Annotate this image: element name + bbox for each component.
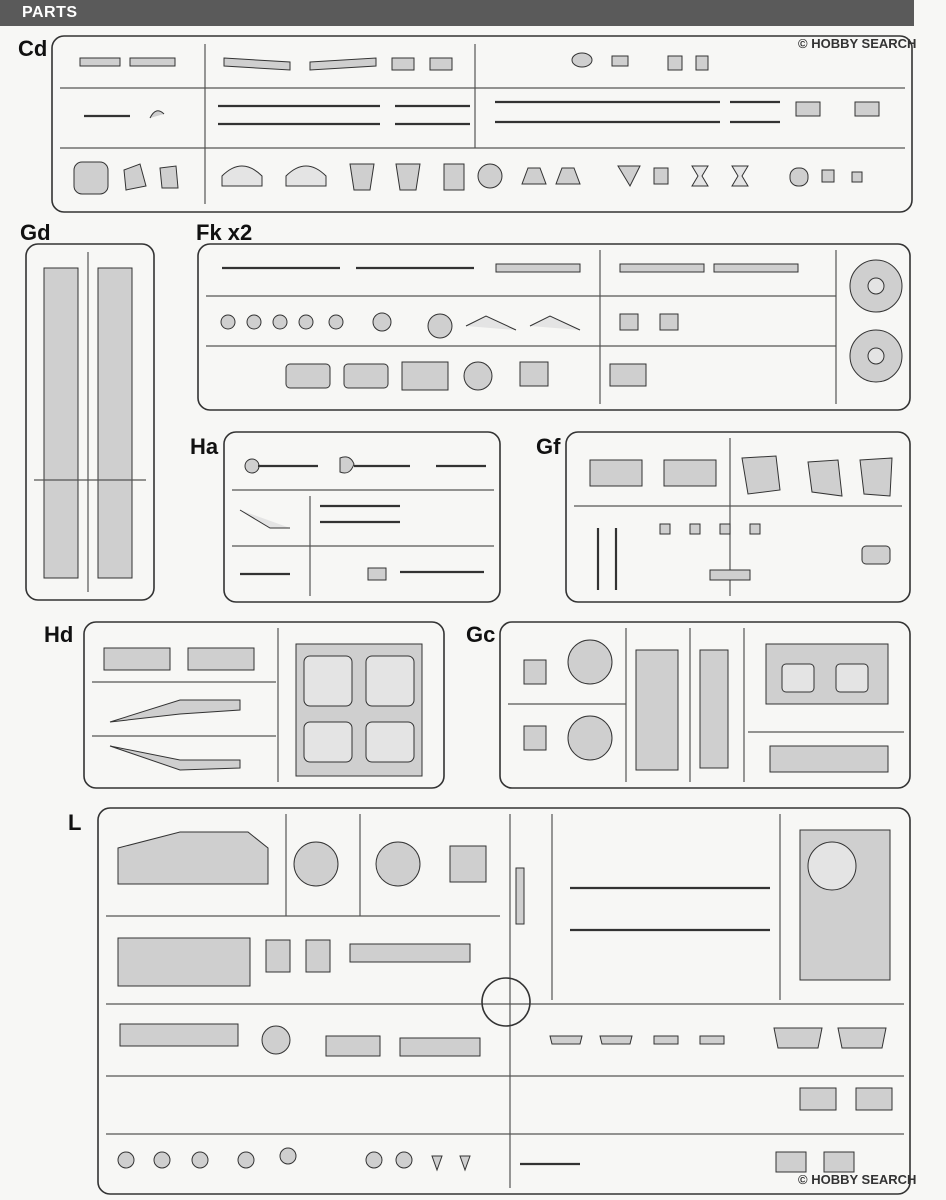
sprue-label-hd: Hd xyxy=(44,622,74,647)
sprue-hd xyxy=(83,621,445,789)
sprue-label-l: L xyxy=(68,810,82,835)
sprue-ha xyxy=(223,431,501,603)
sprue-gf xyxy=(565,431,911,603)
sprue-label-gc: Gc xyxy=(466,622,496,647)
page-title: PARTS xyxy=(22,4,78,21)
sprue-label-cd: Cd xyxy=(18,36,48,61)
sprue-cd xyxy=(51,35,913,213)
sprue-label-fk: Fk x2 xyxy=(196,220,253,245)
watermark-top: © HOBBY SEARCH xyxy=(798,36,917,51)
sprue-l xyxy=(97,807,911,1195)
sprue-gc xyxy=(499,621,911,789)
sprue-label-gf: Gf xyxy=(536,434,561,459)
sprue-fk xyxy=(197,243,911,411)
sprue-label-ha: Ha xyxy=(190,434,219,459)
header-bar: PARTS xyxy=(0,0,914,26)
sprue-label-gd: Gd xyxy=(20,220,51,245)
watermark-bottom: © HOBBY SEARCH xyxy=(798,1172,917,1187)
sprue-gd xyxy=(25,243,155,601)
